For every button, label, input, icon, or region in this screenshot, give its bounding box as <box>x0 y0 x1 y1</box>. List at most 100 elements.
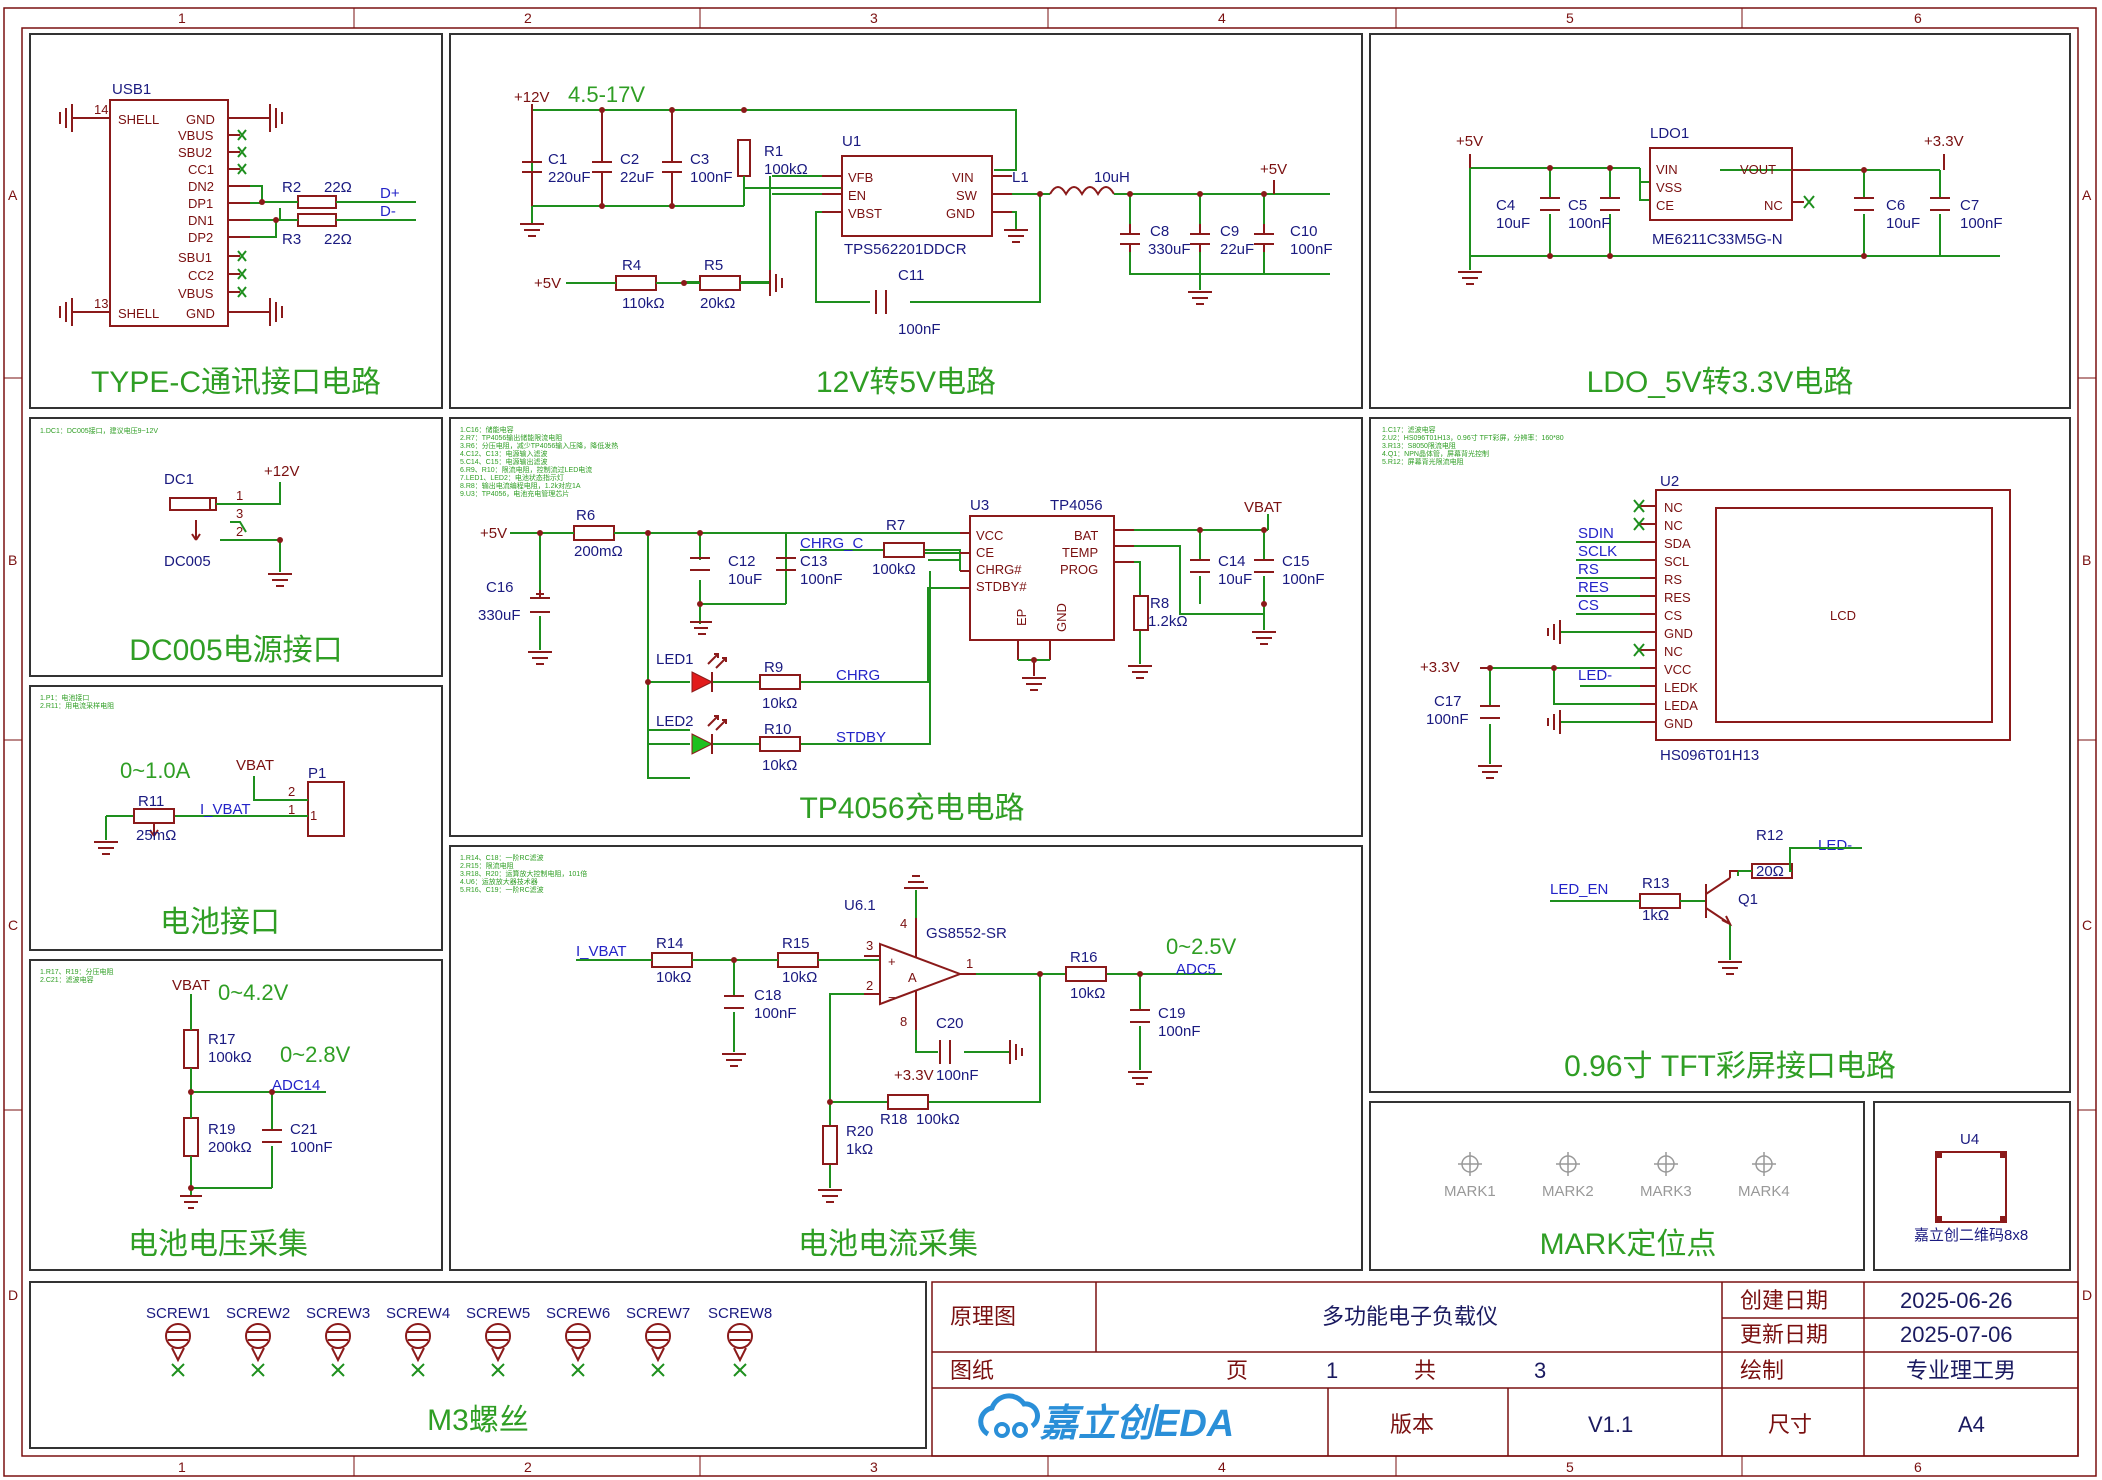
svg-text:GND: GND <box>1664 626 1693 641</box>
svg-text:R10: R10 <box>764 721 792 738</box>
tb-created: 2025-06-26 <box>1900 1288 2013 1313</box>
title-vsense: 电池电压采集 <box>128 1228 308 1261</box>
svg-text:1: 1 <box>288 802 295 817</box>
svg-text:0~2.5V: 0~2.5V <box>1166 934 1237 959</box>
svg-text:+3.3V: +3.3V <box>894 1067 934 1084</box>
svg-text:1kΩ: 1kΩ <box>1642 907 1669 924</box>
svg-text:LEDK: LEDK <box>1664 680 1698 695</box>
svg-text:VBAT: VBAT <box>236 757 274 774</box>
svg-text:R5: R5 <box>704 257 723 274</box>
tb-type: 原理图 <box>950 1304 1016 1329</box>
col-label-4b: 4 <box>1218 1459 1226 1475</box>
svg-text:CS: CS <box>1578 597 1599 614</box>
svg-text:GND: GND <box>186 306 215 321</box>
screw-icon <box>485 1323 511 1377</box>
svg-text:TPS562201DDCR: TPS562201DDCR <box>844 241 967 258</box>
svg-text:SHELL: SHELL <box>118 306 159 321</box>
title-isense: 电池电流采集 <box>798 1228 978 1261</box>
title-mark: MARK定位点 <box>1540 1228 1717 1261</box>
svg-text:R15: R15 <box>782 935 810 952</box>
svg-text:C15: C15 <box>1282 553 1310 570</box>
row-label-d: D <box>8 1287 18 1303</box>
title-battery: 电池接口 <box>160 906 280 939</box>
svg-text:R3: R3 <box>282 231 301 248</box>
svg-text:R19: R19 <box>208 1121 236 1138</box>
svg-text:GND: GND <box>1664 716 1693 731</box>
svg-text:100nF: 100nF <box>290 1139 333 1156</box>
svg-text:SBU1: SBU1 <box>178 250 212 265</box>
tb-drawn-label: 绘制 <box>1740 1358 1784 1383</box>
svg-text:10uF: 10uF <box>1496 215 1530 232</box>
svg-text:LED_EN: LED_EN <box>1550 881 1608 898</box>
svg-text:VIN: VIN <box>1656 162 1678 177</box>
svg-text:1: 1 <box>236 488 243 503</box>
svg-text:100nF: 100nF <box>754 1005 797 1022</box>
row-label-d2: D <box>2082 1287 2092 1303</box>
svg-text:1kΩ: 1kΩ <box>846 1141 873 1158</box>
svg-text:R18: R18 <box>880 1111 908 1128</box>
screw-icon <box>405 1323 431 1377</box>
svg-text:7.LED1、LED2：电池状态指示灯: 7.LED1、LED2：电池状态指示灯 <box>460 473 564 482</box>
svg-text:10kΩ: 10kΩ <box>762 757 797 774</box>
svg-text:CHRG: CHRG <box>836 667 880 684</box>
row-label-b2: B <box>2082 552 2091 568</box>
screw-icon <box>325 1323 351 1377</box>
svg-text:4: 4 <box>900 916 907 931</box>
svg-text:C9: C9 <box>1220 223 1239 240</box>
svg-text:STDBY#: STDBY# <box>976 579 1027 594</box>
svg-text:100nF: 100nF <box>1426 711 1469 728</box>
svg-text:C20: C20 <box>936 1015 964 1032</box>
row-label-c2: C <box>2082 917 2092 933</box>
svg-text:C5: C5 <box>1568 197 1587 214</box>
tb-logo: 嘉立创EDA <box>1040 1403 1234 1445</box>
svg-text:22Ω: 22Ω <box>324 231 352 248</box>
svg-text:4.5-17V: 4.5-17V <box>568 82 645 107</box>
col-label-1b: 1 <box>178 1459 186 1475</box>
note-isense: 1.R14、C18：一阶RC滤波 2.R15：限流电阻 3.R18、R20：运算… <box>460 853 587 894</box>
svg-text:CE: CE <box>976 545 994 560</box>
svg-text:100nF: 100nF <box>898 321 941 338</box>
svg-text:20kΩ: 20kΩ <box>700 295 735 312</box>
screw-5: SCREW5 <box>466 1305 530 1322</box>
svg-text:R8: R8 <box>1150 595 1169 612</box>
svg-text:22uF: 22uF <box>1220 241 1254 258</box>
svg-text:VCC: VCC <box>976 528 1003 543</box>
svg-text:R17: R17 <box>208 1031 236 1048</box>
svg-text:ADC5: ADC5 <box>1176 961 1216 978</box>
svg-text:100nF: 100nF <box>1282 571 1325 588</box>
svg-text:VOUT: VOUT <box>1740 162 1776 177</box>
svg-text:5.C14、C15：电源输出滤波: 5.C14、C15：电源输出滤波 <box>460 457 548 466</box>
note-vsense-2: 2.C21：滤波电容 <box>40 975 94 984</box>
svg-text:U1: U1 <box>842 133 861 150</box>
svg-text:2: 2 <box>866 978 873 993</box>
title-dc: DC005电源接口 <box>129 634 342 667</box>
screw-icon <box>727 1323 753 1377</box>
svg-text:CC2: CC2 <box>188 268 214 283</box>
svg-text:R13: R13 <box>1642 875 1670 892</box>
svg-text:100nF: 100nF <box>1290 241 1333 258</box>
svg-text:10uF: 10uF <box>1886 215 1920 232</box>
svg-text:VIN: VIN <box>952 170 974 185</box>
svg-text:C6: C6 <box>1886 197 1905 214</box>
svg-text:嘉立创二维码8x8: 嘉立创二维码8x8 <box>1914 1227 2028 1244</box>
svg-text:C16: C16 <box>486 579 514 596</box>
svg-text:R12: R12 <box>1756 827 1784 844</box>
svg-text:10kΩ: 10kΩ <box>1070 985 1105 1002</box>
svg-text:R7: R7 <box>886 517 905 534</box>
mark-4: MARK4 <box>1738 1183 1790 1200</box>
svg-text:10uF: 10uF <box>728 571 762 588</box>
svg-text:3: 3 <box>236 506 243 521</box>
svg-text:220uF: 220uF <box>548 169 591 186</box>
svg-text:HS096T01H13: HS096T01H13 <box>1660 747 1759 764</box>
svg-text:110kΩ: 110kΩ <box>622 295 665 312</box>
svg-text:DP1: DP1 <box>188 196 213 211</box>
svg-text:R16: R16 <box>1070 949 1098 966</box>
svg-text:C2: C2 <box>620 151 639 168</box>
col-label-4: 4 <box>1218 10 1226 26</box>
svg-text:14: 14 <box>94 102 108 117</box>
svg-text:NC: NC <box>1764 198 1783 213</box>
svg-text:U3: U3 <box>970 497 989 514</box>
col-label-5b: 5 <box>1566 1459 1574 1475</box>
